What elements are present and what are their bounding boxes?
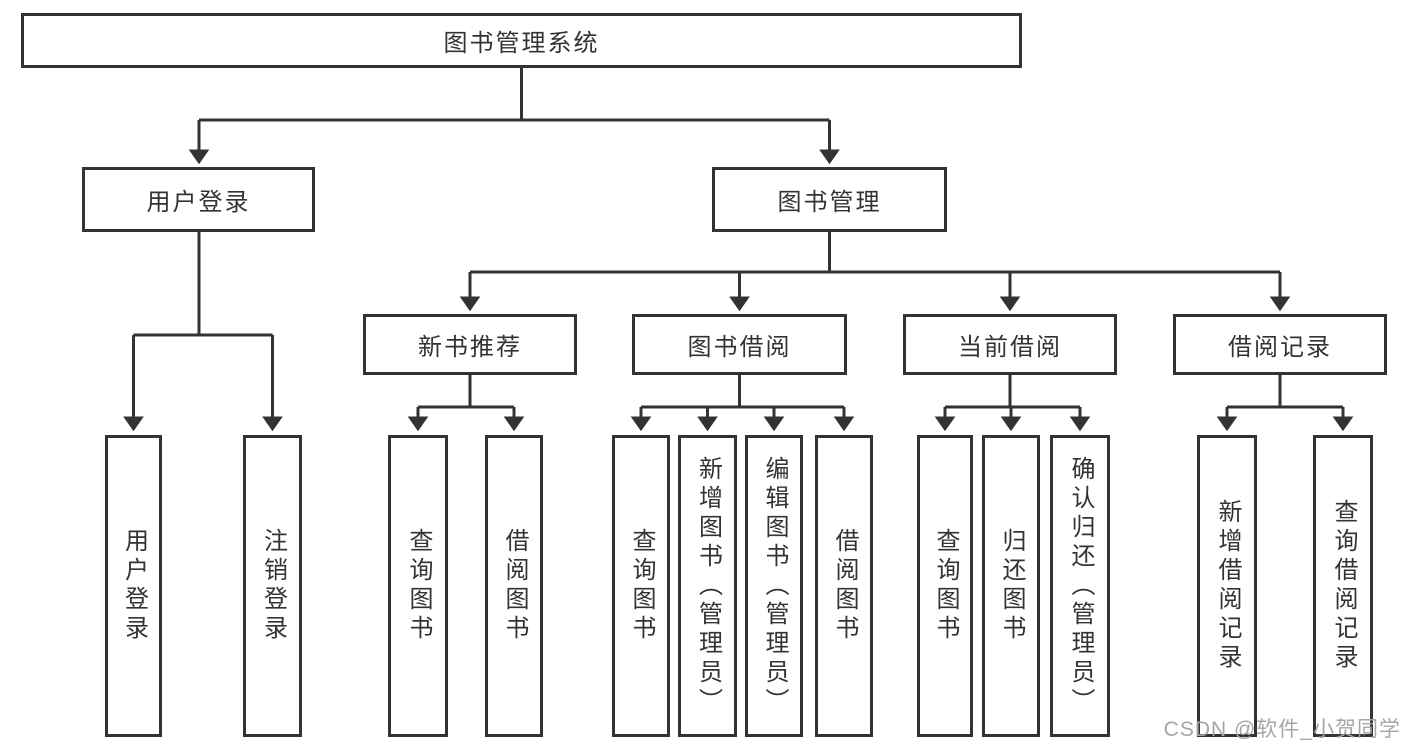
node-label: 借阅图书 — [831, 528, 858, 644]
node-book-borrowing: 图书借阅 — [632, 314, 847, 375]
connector-recommend-rail — [418, 375, 514, 409]
leaf-logout-login: 注销登录 — [243, 435, 302, 737]
connector-root-rail — [199, 67, 830, 122]
node-label: 归还图书 — [998, 528, 1025, 644]
connector-records-rail — [1227, 375, 1343, 409]
node-label: 查询借阅记录 — [1330, 499, 1357, 673]
leaf-borrowing-add-books-admin: 新增图书（管理员） — [678, 435, 737, 737]
leaf-recommend-borrow-books: 借阅图书 — [485, 435, 543, 737]
node-label: 确认归还（管理员） — [1067, 455, 1094, 717]
connector-borrowing-rail — [641, 375, 844, 409]
leaf-records-query-record: 查询借阅记录 — [1313, 435, 1373, 737]
connector-mgmt-rail — [470, 232, 1280, 274]
leaf-current-query-books: 查询图书 — [917, 435, 973, 737]
node-root-system: 图书管理系统 — [21, 13, 1022, 68]
node-new-book-recommendation: 新书推荐 — [363, 314, 577, 375]
node-borrowing-records: 借阅记录 — [1173, 314, 1387, 375]
node-label: 编辑图书（管理员） — [761, 455, 788, 717]
node-label: 查询图书 — [405, 528, 432, 644]
leaf-borrowing-edit-books-admin: 编辑图书（管理员） — [745, 435, 803, 737]
node-label: 借阅图书 — [501, 528, 528, 644]
connector-current-rail — [945, 375, 1080, 409]
leaf-user-login: 用户登录 — [105, 435, 162, 737]
node-label: 注销登录 — [259, 528, 287, 644]
node-label: 用户登录 — [120, 528, 148, 644]
watermark: CSDN @软件_小贺同学 — [1163, 718, 1401, 741]
leaf-current-return-books: 归还图书 — [982, 435, 1040, 737]
leaf-borrowing-query-books: 查询图书 — [612, 435, 670, 737]
node-label: 查询图书 — [628, 528, 655, 644]
node-book-management: 图书管理 — [712, 167, 947, 232]
connector-login-rail — [133, 232, 273, 337]
node-label: 查询图书 — [932, 528, 959, 644]
leaf-recommend-query-books: 查询图书 — [388, 435, 448, 737]
node-user-login: 用户登录 — [82, 167, 315, 232]
leaf-borrowing-borrow-books: 借阅图书 — [815, 435, 873, 737]
node-current-borrowing: 当前借阅 — [903, 314, 1117, 375]
node-label: 新增图书（管理员） — [694, 455, 722, 717]
leaf-current-confirm-return-admin: 确认归还（管理员） — [1050, 435, 1110, 737]
node-label: 新增借阅记录 — [1214, 499, 1241, 673]
leaf-records-add-record: 新增借阅记录 — [1197, 435, 1257, 737]
